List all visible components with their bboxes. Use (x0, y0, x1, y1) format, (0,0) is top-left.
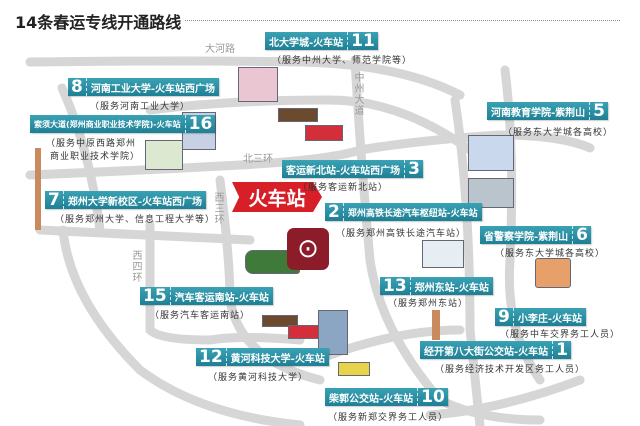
route-16-service: （服务中原西路郑州 (46, 139, 137, 149)
university-building-icon (238, 67, 278, 102)
bus-icon (338, 362, 370, 376)
route-name: 北大学城-火车站 (269, 37, 344, 49)
route-1-service: （服务经济技术开发区务工人员） (435, 365, 586, 375)
route-number: 9 (495, 308, 514, 326)
route-15-service: （服务汽车客运南站） (150, 311, 251, 321)
route-name: 经开第八大街公交站-火车站 (424, 346, 549, 358)
route-10-service: （服务新郑交界务工人员） (328, 413, 449, 423)
school-building-icon (468, 178, 514, 208)
route-number: 15 (140, 287, 171, 305)
route-5-service: （服务东大学城各高校） (503, 128, 614, 138)
house-icon (535, 258, 571, 288)
route-number: 5 (589, 102, 608, 120)
route-number: 6 (572, 226, 591, 244)
route-6-service: （服务东大学城各高校） (495, 249, 606, 259)
university-building-icon (145, 140, 183, 170)
route-number: 12 (196, 348, 227, 366)
route-number: 10 (417, 388, 448, 406)
bus-stop-icon (262, 315, 298, 327)
route-number: 16 (184, 115, 216, 133)
route-number: 13 (380, 277, 411, 295)
school-building-icon (468, 135, 514, 171)
bus-icon (288, 325, 322, 339)
route-3-service: （服务客运新北站） (298, 183, 389, 193)
route-name: 郑州东站-火车站 (414, 282, 489, 294)
route-8-service: （服务河南工业大学） (90, 102, 191, 112)
route-12-service: （服务黄河科技大学） (208, 373, 309, 383)
route-name: 郑州大学新校区-火车站西广场 (67, 196, 202, 208)
route-name: 河南教育学院-紫荆山 (491, 107, 586, 119)
bus-icon (305, 125, 343, 141)
route-16-service-line2: 商业职业技术学院） (50, 152, 141, 162)
route-name: 小李庄-火车站 (517, 313, 582, 325)
road-label-zhongzhou: 中州大道 (352, 72, 363, 116)
route-7-service: （服务郑州大学、信息工程大学等） (55, 215, 216, 225)
route-number: 7 (45, 191, 64, 209)
route-2-service: （服务郑州高铁长途汽车站） (336, 229, 467, 239)
railway-logo-icon: ⊙ (287, 228, 329, 270)
road-label-xisihuan: 西四环 (130, 250, 141, 283)
route-name: 汽车客运南站-火车站 (174, 292, 269, 304)
route-name: 柴郭公交站-火车站 (329, 393, 414, 405)
route-name: 河南工业大学-火车站西广场 (90, 83, 215, 95)
route-number: 8 (68, 78, 87, 96)
route-line (35, 148, 41, 230)
route-number: 3 (404, 160, 423, 178)
road-label-beisanhuan: 北三环 (243, 154, 273, 165)
route-name: 黄河科技大学-火车站 (230, 353, 325, 365)
bus-stop-icon (278, 108, 318, 122)
road-label-dahe: 大河路 (205, 44, 235, 55)
office-tower-icon (318, 310, 348, 355)
railway-station-label: 火车站 (232, 182, 322, 212)
route-line (432, 310, 440, 340)
route-name: 索须大道(郑州商业职业技术学院)-火车站 (34, 119, 181, 129)
title-divider (185, 20, 620, 21)
route-9-service: （服务中车交界务工人员） (500, 330, 621, 340)
route-13-service: （服务郑州东站） (388, 299, 469, 309)
route-11-service: （服务中州大学、师范学院等） (272, 56, 413, 66)
route-number: 2 (325, 203, 344, 221)
route-number: 1 (552, 341, 571, 359)
bus-terminal-icon (422, 240, 464, 268)
road-dahe (25, 56, 465, 100)
route-number: 11 (347, 32, 378, 50)
route-name: 客运新北站-火车站西广场 (286, 165, 401, 177)
route-name: 省警察学院-紫荆山 (484, 231, 569, 243)
page-title: 14条春运专线开通路线 (15, 13, 182, 32)
road-label-xisanhuan: 西三环 (212, 192, 223, 225)
route-name: 郑州高铁长途汽车枢纽站-火车站 (347, 208, 478, 219)
